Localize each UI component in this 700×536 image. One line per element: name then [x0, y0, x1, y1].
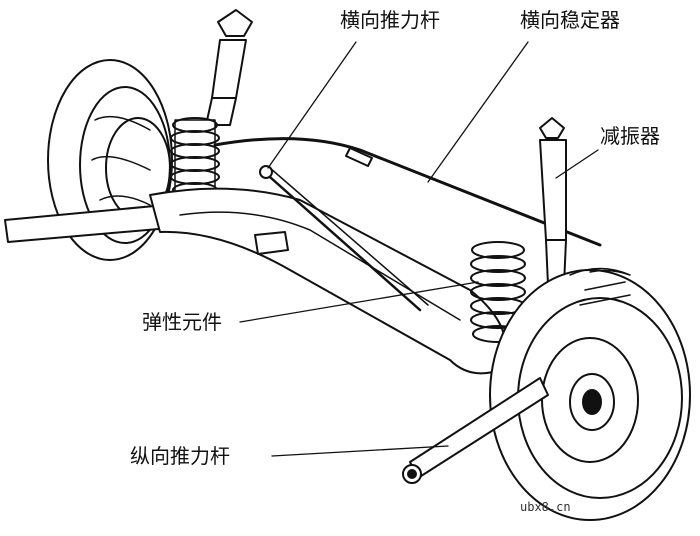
stabilizer-leader [427, 41, 529, 183]
trailing-arm [402, 377, 549, 484]
watermark: ubx8.cn [520, 500, 571, 514]
lateral-rod-label: 横向推力杆 [340, 8, 440, 32]
trailing-arm-leader [271, 445, 449, 457]
axle-beam [149, 187, 507, 375]
left-shock-absorber [205, 9, 253, 126]
elastic-element-leader [239, 281, 479, 323]
shock-absorber-label: 减振器 [600, 124, 660, 148]
shock-absorber-leader [555, 149, 599, 179]
left-coil-spring [170, 117, 220, 198]
elastic-element-label: 弹性元件 [142, 310, 222, 334]
lateral-rod-leader [267, 41, 357, 169]
lateral-thrust-rod [259, 165, 429, 312]
right-wheel [489, 267, 691, 521]
trailing-arm-label: 纵向推力杆 [130, 444, 230, 468]
stabilizer-label: 横向稳定器 [520, 8, 620, 32]
stabilizer-bar [213, 137, 602, 247]
